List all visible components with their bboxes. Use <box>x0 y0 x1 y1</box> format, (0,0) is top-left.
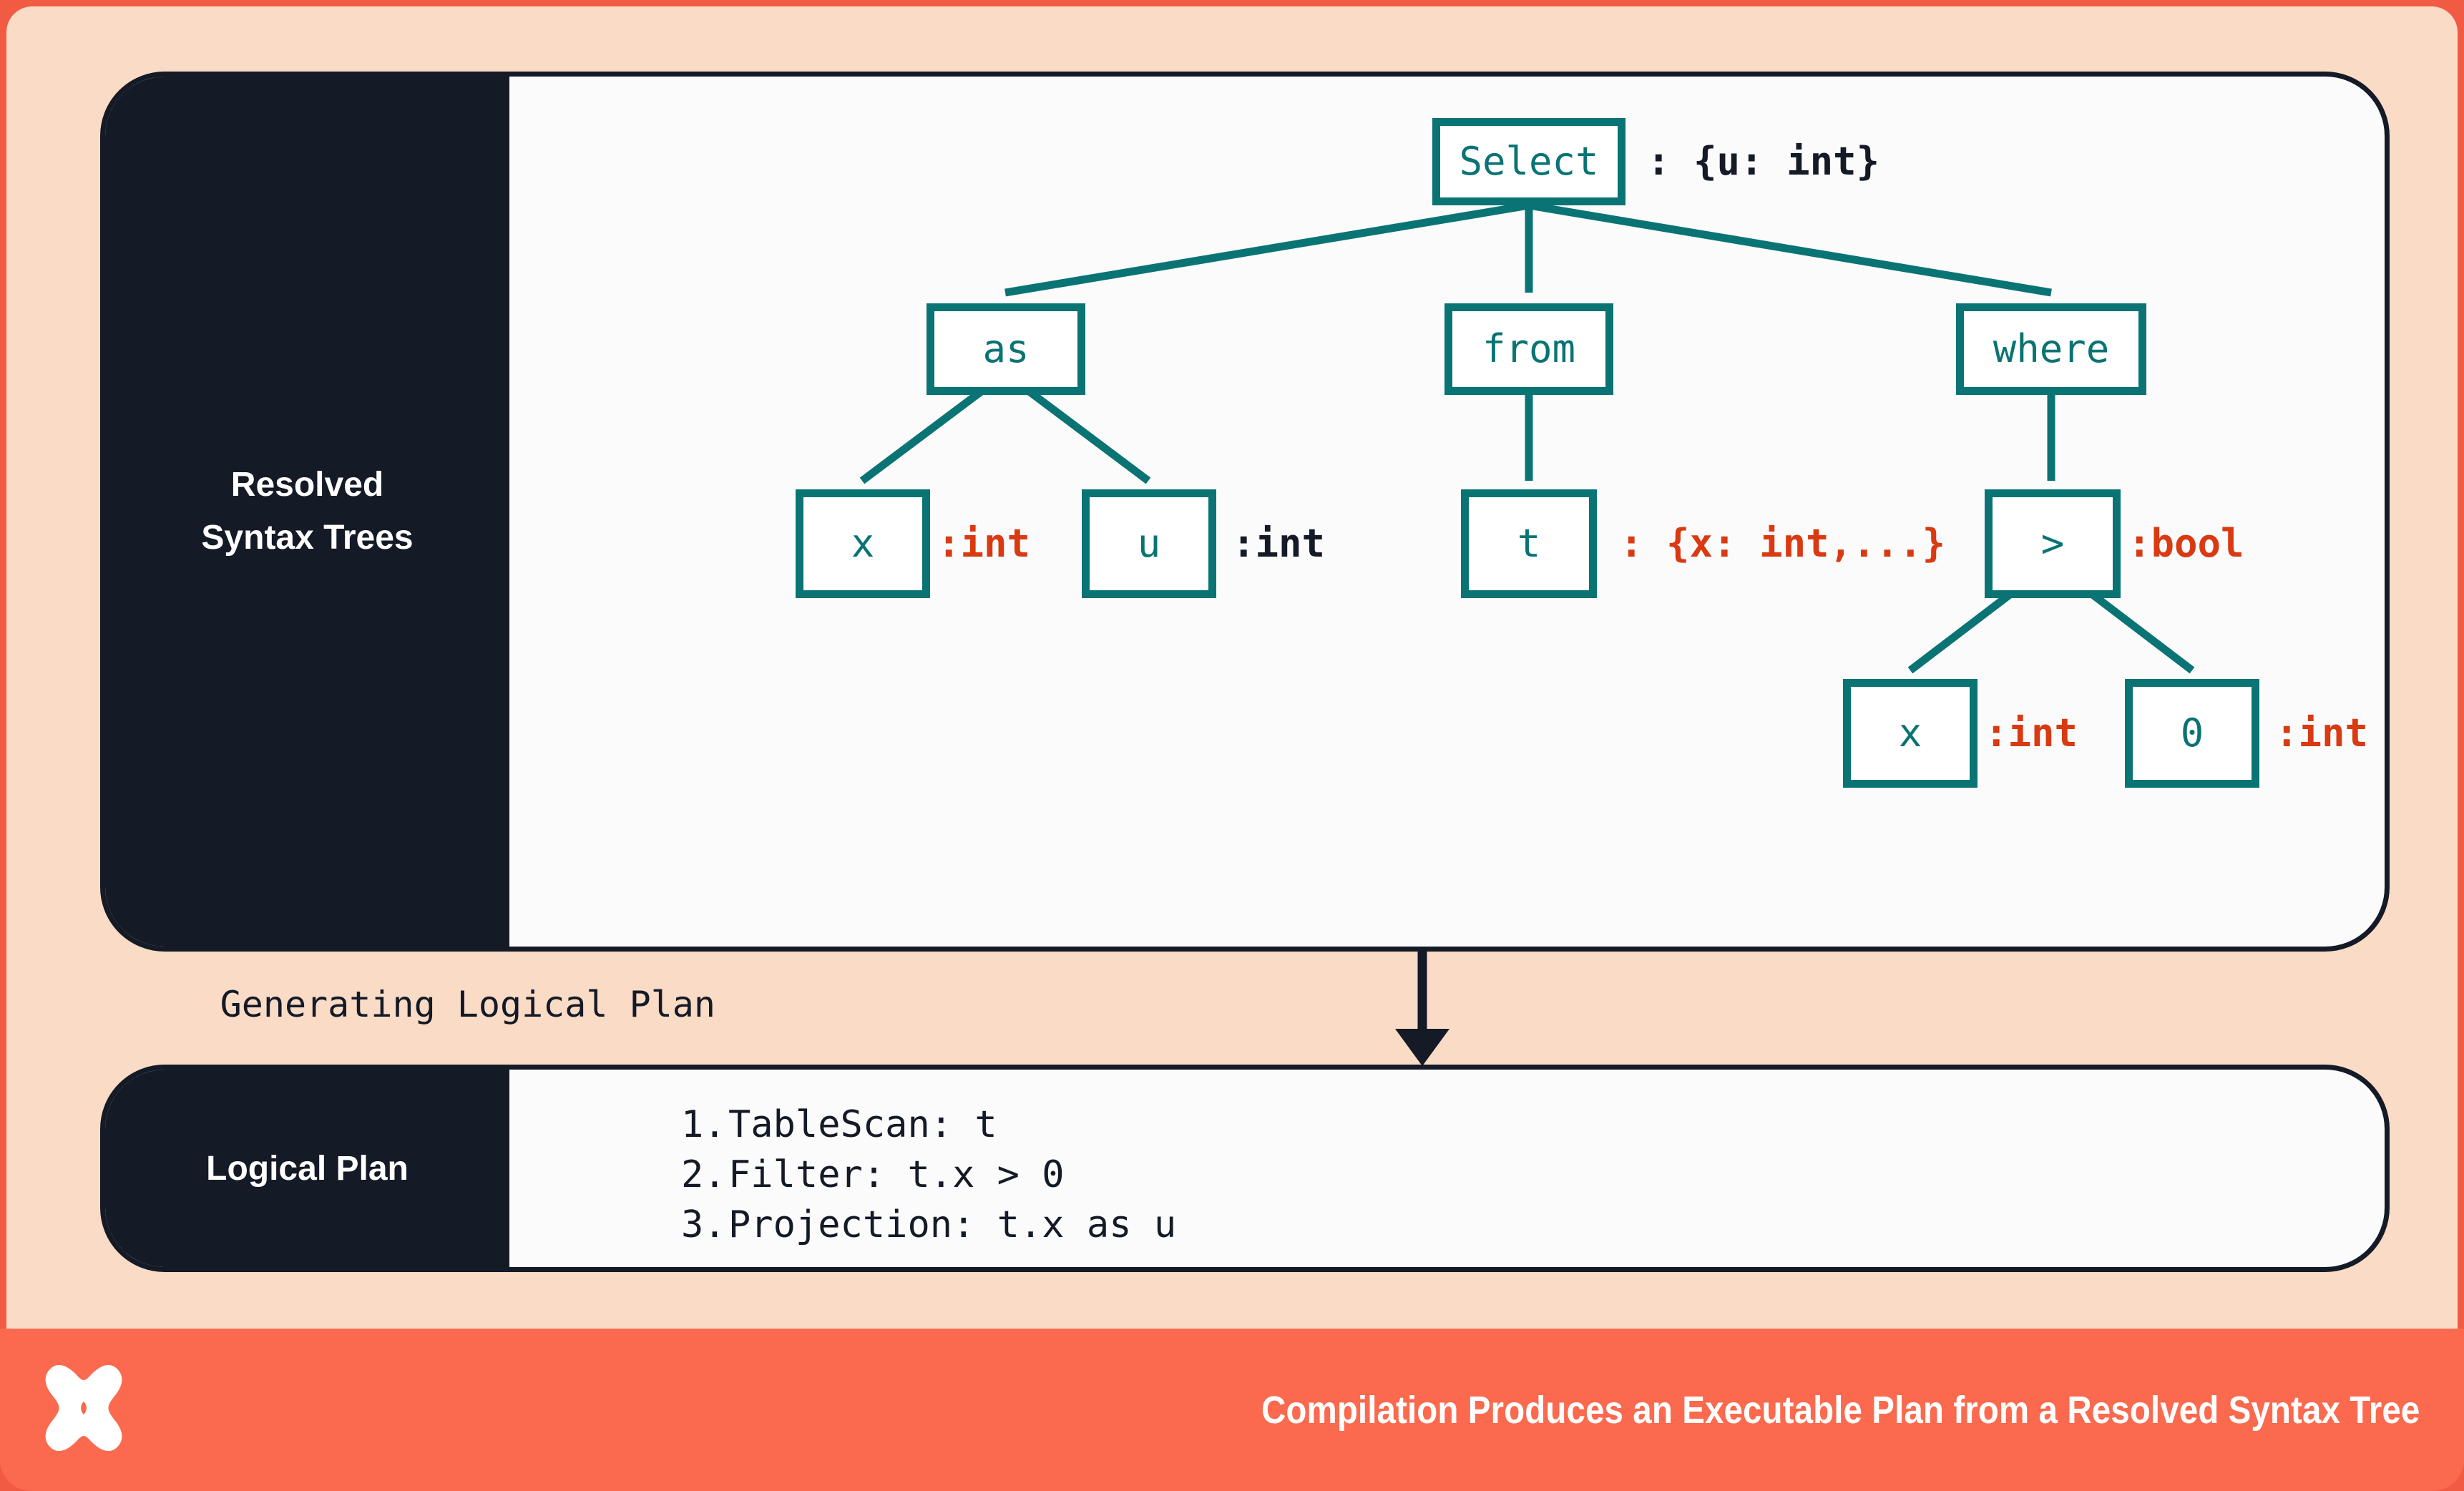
resolved-syntax-trees-panel: Resolved Syntax Trees <box>100 72 2390 952</box>
tree-node-as[interactable]: as <box>927 303 1085 395</box>
tree-node-from-label: from <box>1482 326 1576 371</box>
logical-plan-steps: 1. TableScan: t 2. Filter: t.x > 0 3. Pr… <box>509 1070 2385 1267</box>
plan-step-text: TableScan: t <box>728 1103 997 1146</box>
logical-plan-label-text: Logical Plan <box>206 1149 409 1188</box>
tree-node-gt-label: > <box>2040 521 2065 566</box>
tree-node-gt-zero-label: 0 <box>2180 710 2204 756</box>
tree-annotation-as-x-text: :int <box>937 521 1031 566</box>
tree-node-from[interactable]: from <box>1444 303 1613 395</box>
syntax-tree-canvas: Select : {u: int} as from where x <box>509 77 2385 947</box>
tree-annotation-as-x: :int <box>937 489 1030 598</box>
tree-annotation-gt-text: :bool <box>2128 521 2244 566</box>
flow-label: Generating Logical Plan <box>220 984 715 1025</box>
tree-annotation-gt-zero-text: :int <box>2275 710 2369 756</box>
list-item: 2. Filter: t.x > 0 <box>681 1150 2385 1200</box>
tree-node-select[interactable]: Select <box>1432 118 1625 205</box>
rst-label-line-2: Syntax Trees <box>201 519 414 557</box>
tree-node-select-label: Select <box>1459 139 1599 184</box>
tree-annotation-as-u-text: :int <box>1232 521 1326 566</box>
list-item: 3. Projection: t.x as u <box>681 1200 2385 1250</box>
footer-caption-text: Compilation Produces an Executable Plan … <box>1261 1388 2420 1432</box>
tree-annotation-gt-x-text: :int <box>1985 710 2078 756</box>
plan-step-number: 3. <box>681 1203 726 1247</box>
tree-node-gt-zero[interactable]: 0 <box>2125 679 2259 788</box>
flow-label-text: Generating Logical Plan <box>220 984 715 1025</box>
tree-node-as-u[interactable]: u <box>1082 489 1216 598</box>
tree-annotation-select: : {u: int} <box>1647 118 1879 205</box>
tree-node-from-t-label: t <box>1517 521 1541 566</box>
plan-step-text: Filter: t.x > 0 <box>728 1153 1065 1197</box>
tree-node-where[interactable]: where <box>1956 303 2146 395</box>
tree-node-as-x-label: x <box>851 521 875 566</box>
down-arrow-icon <box>1395 952 1449 1066</box>
plan-step-number: 1. <box>681 1103 726 1146</box>
footer-bar: Compilation Produces an Executable Plan … <box>0 1329 2464 1491</box>
logical-plan-label: Logical Plan <box>105 1070 509 1267</box>
tree-annotation-as-u: :int <box>1232 489 1325 598</box>
plan-step-text: Projection: t.x as u <box>728 1203 1177 1247</box>
list-item: 1. TableScan: t <box>681 1100 2385 1150</box>
logical-plan-panel: Logical Plan 1. TableScan: t 2. Filter: … <box>100 1065 2390 1272</box>
tree-node-as-u-label: u <box>1137 521 1161 566</box>
tree-node-gt[interactable]: > <box>1985 489 2121 598</box>
tree-annotation-gt-zero: :int <box>2275 679 2368 788</box>
footer-caption: Compilation Produces an Executable Plan … <box>295 1329 2464 1491</box>
tree-node-from-t[interactable]: t <box>1461 489 1597 598</box>
tree-annotation-from-t: : {x: int,...} <box>1620 489 1945 598</box>
tree-annotation-select-text: : {u: int} <box>1647 139 1880 184</box>
tree-node-as-label: as <box>982 326 1030 371</box>
plan-step-number: 2. <box>681 1153 726 1197</box>
tree-annotation-gt: :bool <box>2128 489 2244 598</box>
tree-node-where-label: where <box>1993 326 2110 371</box>
tree-node-as-x[interactable]: x <box>796 489 930 598</box>
resolved-syntax-trees-label: Resolved Syntax Trees <box>105 77 509 947</box>
tree-annotation-gt-x: :int <box>1985 679 2078 788</box>
rst-label-line-1: Resolved <box>230 465 384 504</box>
butterfly-x-logo-icon <box>45 1364 122 1452</box>
tree-node-gt-x[interactable]: x <box>1843 679 1977 788</box>
tree-annotation-from-t-text: : {x: int,...} <box>1620 521 1946 566</box>
tree-node-gt-x-label: x <box>1898 710 1922 756</box>
